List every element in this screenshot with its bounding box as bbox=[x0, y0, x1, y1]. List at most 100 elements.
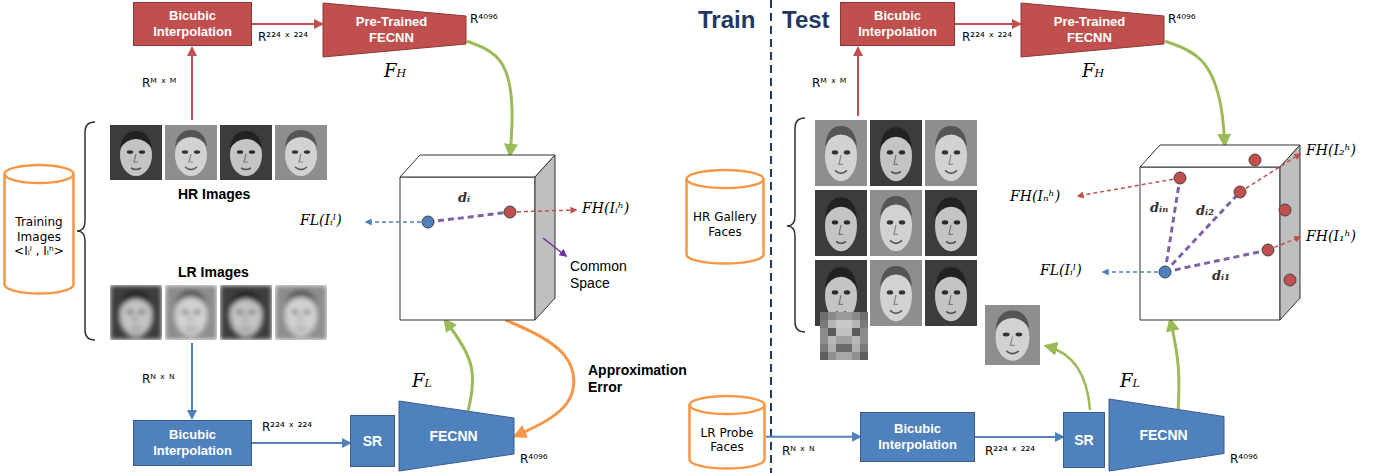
feature-label: FH(Iₙʰ) bbox=[1010, 188, 1060, 205]
pixel bbox=[828, 312, 836, 320]
feature-label: FH(Iᵢʰ) bbox=[582, 200, 629, 217]
face-photo bbox=[815, 120, 867, 186]
face-photo bbox=[275, 125, 327, 180]
brace bbox=[77, 122, 95, 340]
face-photo bbox=[870, 120, 922, 186]
feature-label: FH(I₂ʰ) bbox=[1306, 142, 1356, 159]
pixel bbox=[852, 352, 860, 360]
leader-line bbox=[366, 221, 428, 223]
cube-outline bbox=[1140, 145, 1300, 320]
pixel bbox=[828, 352, 836, 360]
cnn-trapezoid: Pre-Trained FECNN bbox=[1020, 2, 1165, 58]
blurred-photo bbox=[220, 285, 272, 340]
node-text: LR Probe Faces bbox=[691, 426, 763, 455]
group-label: LR Images bbox=[178, 264, 249, 281]
cnn-trapezoid: Pre-Trained FECNN bbox=[322, 2, 467, 58]
cylinder-body bbox=[5, 165, 74, 294]
face-photo bbox=[220, 285, 272, 340]
distance-line bbox=[1165, 178, 1180, 272]
flow-arrow bbox=[766, 436, 860, 438]
pixel bbox=[852, 320, 860, 328]
cube-drawing bbox=[366, 155, 576, 320]
node-text: SR bbox=[354, 433, 391, 450]
pixel bbox=[828, 328, 836, 336]
pixel bbox=[844, 312, 852, 320]
flow-arrow bbox=[955, 23, 1020, 25]
pixel bbox=[820, 328, 828, 336]
distance-line bbox=[428, 212, 510, 222]
trapezoid-shape bbox=[1109, 399, 1224, 471]
pixel bbox=[860, 352, 868, 360]
cube-face bbox=[400, 155, 555, 177]
pixel bbox=[828, 336, 836, 344]
cube-outline bbox=[400, 155, 555, 320]
function-name: FL bbox=[1120, 370, 1140, 392]
pixel bbox=[828, 344, 836, 352]
trapezoid-shape bbox=[1021, 3, 1164, 57]
feature-point bbox=[422, 216, 434, 228]
input-arrow bbox=[191, 343, 193, 418]
process-box: SR bbox=[350, 415, 395, 467]
cube-face bbox=[400, 177, 535, 320]
face-photo bbox=[815, 190, 867, 256]
database-cylinder: HR Gallery Faces bbox=[685, 170, 765, 265]
flow-arrow bbox=[1165, 41, 1225, 145]
pixel bbox=[844, 328, 852, 336]
blurred-photo bbox=[275, 285, 327, 340]
dimension-label: R⁴⁰⁹⁶ bbox=[470, 12, 498, 26]
feature-label: FL(Iᵢˡ) bbox=[300, 212, 342, 229]
node-text: Bicubic Interpolation bbox=[140, 427, 245, 458]
feature-point bbox=[1159, 266, 1171, 278]
output-arrow bbox=[1046, 346, 1090, 410]
dimension-label: R⁴⁰⁹⁶ bbox=[520, 452, 548, 466]
flow-arrow bbox=[252, 23, 322, 25]
face-photo bbox=[870, 190, 922, 256]
pixelated-probe-face bbox=[820, 312, 868, 360]
super-resolved-face bbox=[985, 305, 1040, 365]
cylinder-rim bbox=[687, 179, 764, 188]
feature-point bbox=[1174, 172, 1186, 184]
pixel bbox=[836, 320, 844, 328]
process-box: Bicubic Interpolation bbox=[840, 2, 955, 46]
node-text: Bicubic Interpolation bbox=[140, 8, 245, 39]
pixel bbox=[836, 344, 844, 352]
pixel bbox=[852, 336, 860, 344]
cube-face bbox=[1140, 145, 1300, 167]
leader-line bbox=[1103, 271, 1165, 273]
pixel bbox=[820, 344, 828, 352]
lr-face-images bbox=[110, 285, 327, 340]
pixel bbox=[844, 320, 852, 328]
node-text: HR Gallery Faces bbox=[688, 210, 762, 239]
dimension-label: Rᴹ ˣ ᴹ bbox=[812, 76, 846, 90]
cnn-trapezoid: FECNN bbox=[398, 400, 515, 472]
distance-label: dᵢ₂ bbox=[1196, 203, 1214, 219]
trapezoid-shape bbox=[399, 401, 514, 471]
leader-line bbox=[1240, 154, 1300, 192]
gallery-face-images bbox=[815, 120, 977, 326]
function-name: FL bbox=[412, 370, 432, 392]
feature-point bbox=[504, 206, 516, 218]
node-text: Bicubic Interpolation bbox=[867, 421, 968, 452]
pixel bbox=[852, 344, 860, 352]
feature-point bbox=[1279, 204, 1291, 216]
cube-drawing bbox=[1078, 145, 1300, 320]
pixel bbox=[820, 312, 828, 320]
process-box: SR bbox=[1063, 412, 1105, 468]
cube-face bbox=[1140, 167, 1280, 320]
face-photo bbox=[925, 120, 977, 186]
cube-face bbox=[1280, 145, 1300, 320]
node-text: SR bbox=[1067, 432, 1101, 449]
pixel bbox=[820, 320, 828, 328]
hr-face-images bbox=[110, 125, 327, 180]
face-photo bbox=[815, 260, 867, 326]
cylinder-body bbox=[690, 396, 765, 469]
pixel bbox=[844, 344, 852, 352]
pixel bbox=[860, 320, 868, 328]
blurred-photo bbox=[110, 285, 162, 340]
section-title: Train bbox=[698, 6, 755, 35]
face-photo bbox=[165, 285, 217, 340]
edge-label: Approximation Error bbox=[588, 362, 700, 396]
cnn-trapezoid: FECNN bbox=[1108, 398, 1225, 472]
function-name: FH bbox=[1082, 60, 1104, 82]
pixel bbox=[836, 352, 844, 360]
